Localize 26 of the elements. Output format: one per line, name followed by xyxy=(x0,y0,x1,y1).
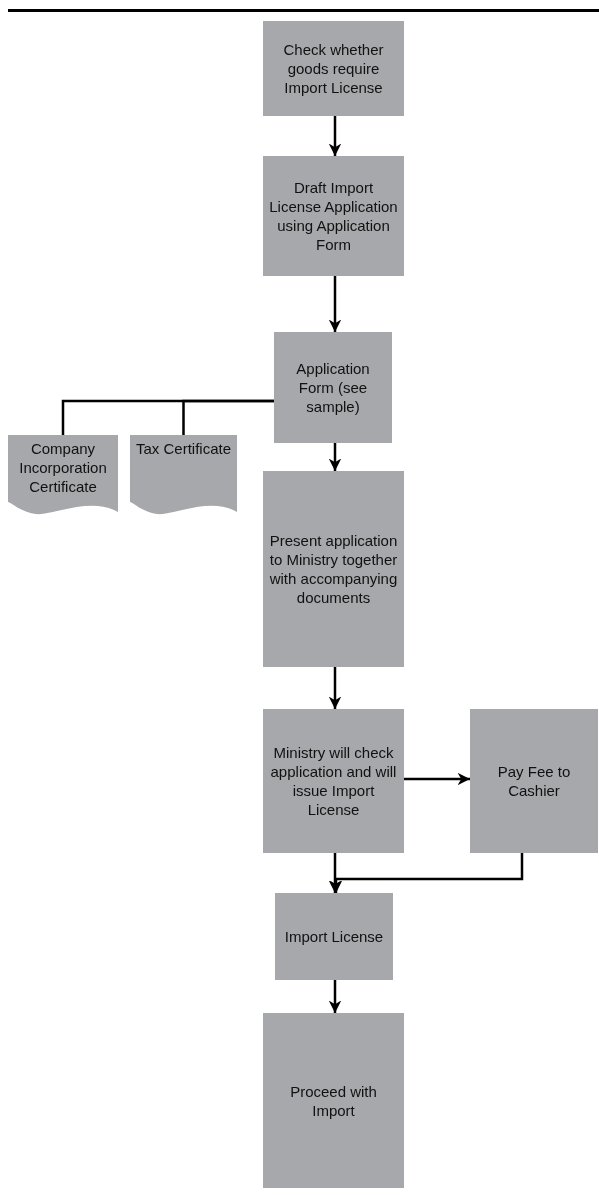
process-box xyxy=(263,709,404,853)
node-text: Proceed with Import xyxy=(289,1081,378,1120)
process-box xyxy=(263,1013,404,1188)
arrow xyxy=(329,853,524,893)
process-box xyxy=(263,156,404,276)
arrow xyxy=(404,772,470,786)
node-text: Draft Import License Application using Application Form xyxy=(268,178,399,254)
process-box xyxy=(275,893,393,980)
node-text: Ministry will check application and will issue Import License xyxy=(269,743,398,819)
arrow xyxy=(328,276,342,332)
process-box xyxy=(263,21,404,116)
arrow xyxy=(328,667,342,709)
node-text: Import License xyxy=(284,927,384,946)
process-box xyxy=(470,709,598,853)
arrow xyxy=(328,980,342,1013)
node-text: Present application to Ministry together with accompanying documents xyxy=(268,531,399,607)
process-box xyxy=(263,471,404,667)
arrow xyxy=(328,116,342,156)
node-text: Check whether goods require Import License xyxy=(282,40,385,97)
node-text: Tax Certificate xyxy=(135,439,231,458)
arrow xyxy=(328,853,342,893)
node-text: Company Incorporation Certificate xyxy=(18,439,108,496)
node-text: Pay Fee to Cashier xyxy=(496,762,572,800)
arrow xyxy=(328,443,342,471)
node-text: Application Form (see sample) xyxy=(295,359,371,416)
process-box xyxy=(274,332,392,443)
